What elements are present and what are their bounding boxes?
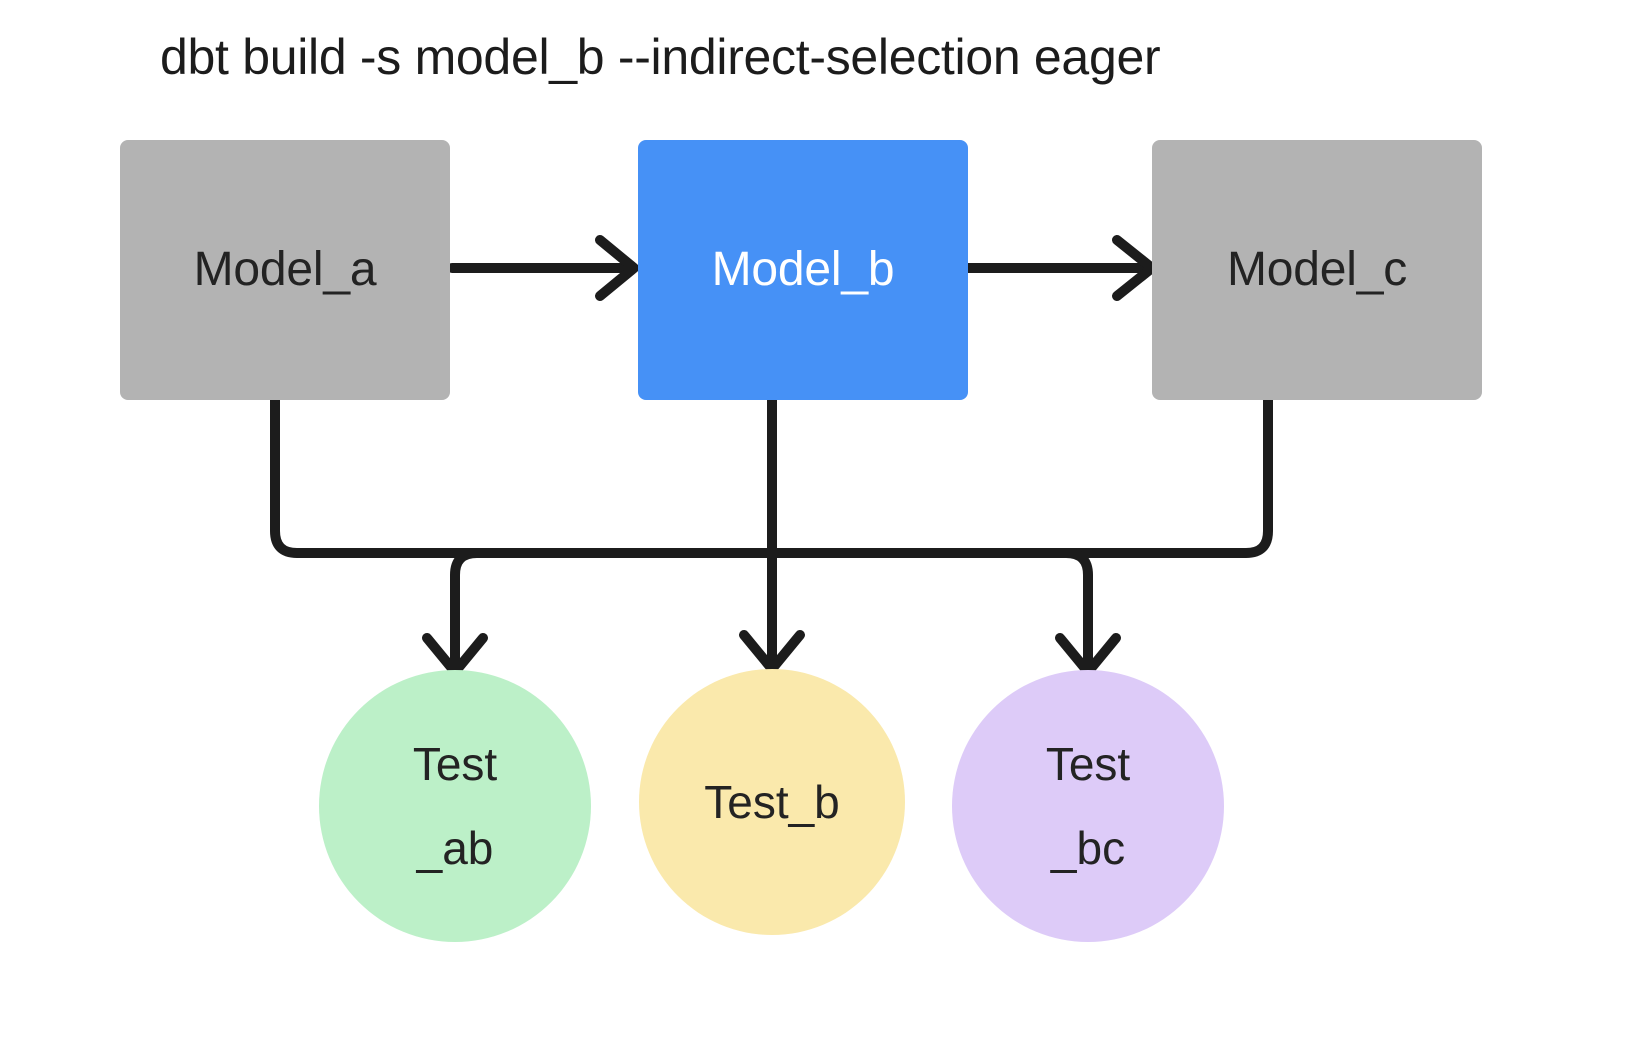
node-test-ab-label: Test _ab xyxy=(412,738,498,874)
node-test-b-label: Test_b xyxy=(704,776,840,828)
edge-model-b-to-model-c xyxy=(963,235,1157,301)
edge-model-a-to-bus xyxy=(270,395,460,558)
node-model-b[interactable]: Model_b xyxy=(638,140,968,400)
node-model-c-label: Model_c xyxy=(1226,243,1408,296)
node-test-b[interactable]: Test_b xyxy=(639,669,905,935)
edge-model-c-to-bus xyxy=(1083,395,1273,558)
node-test-bc[interactable]: Test _bc xyxy=(952,670,1224,942)
node-test-ab[interactable]: Test _ab xyxy=(319,670,591,942)
node-test-bc-label: Test _bc xyxy=(1045,738,1131,874)
edge-model-a-to-model-b xyxy=(447,235,639,301)
node-model-a[interactable]: Model_a xyxy=(120,140,450,400)
edge-bus-to-test-bc xyxy=(1055,548,1121,677)
page-title: dbt build -s model_b --indirect-selectio… xyxy=(160,29,1161,85)
node-model-c[interactable]: Model_c xyxy=(1152,140,1482,400)
edge-model-b-to-test-b xyxy=(739,395,805,674)
edge-bus-to-test-ab xyxy=(422,548,488,677)
node-model-a-label: Model_a xyxy=(193,243,377,296)
node-model-b-label: Model_b xyxy=(711,243,895,296)
